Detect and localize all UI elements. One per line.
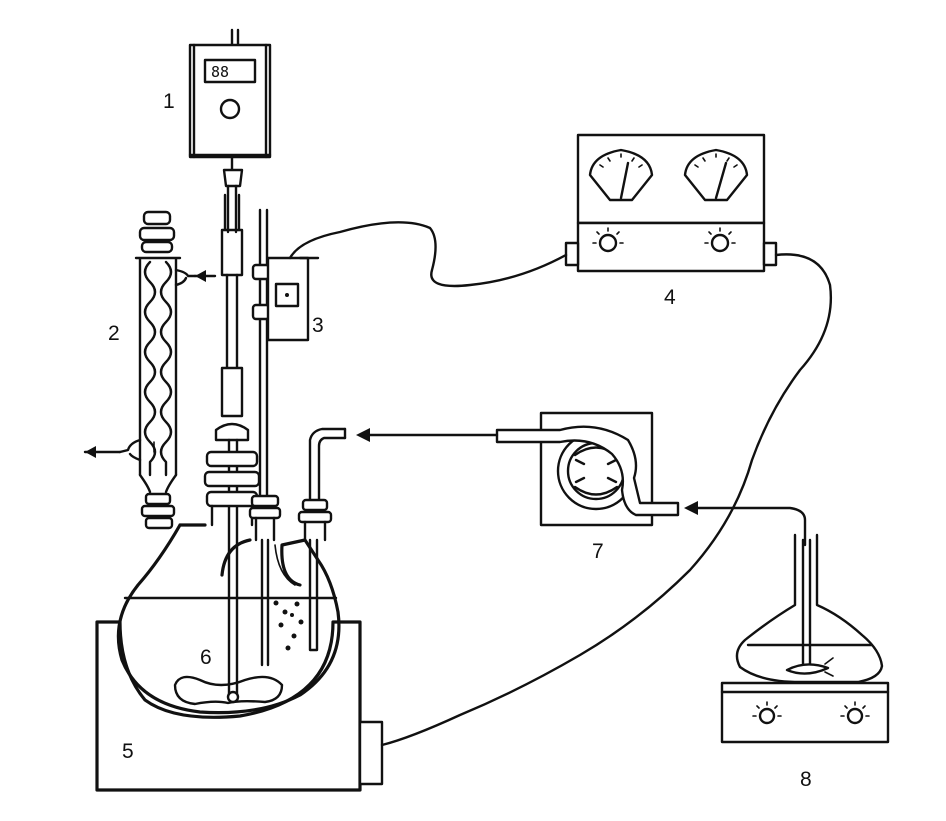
round-bottom-flask xyxy=(116,523,341,715)
feed-to-pump-arrow xyxy=(684,501,807,547)
magnetic-stirrer-flask xyxy=(720,533,890,744)
gas-bubbles xyxy=(273,600,304,651)
power-supply xyxy=(564,133,778,273)
condenser-outlet-arrow xyxy=(193,270,217,282)
meter-display: 88 xyxy=(211,63,229,81)
label-8: 8 xyxy=(800,768,812,791)
peristaltic-pump xyxy=(495,411,680,527)
label-1: 1 xyxy=(163,90,175,113)
digital-meter: 88 xyxy=(188,28,272,234)
reflux-condenser xyxy=(118,210,197,530)
pump-to-flask-arrow xyxy=(356,428,499,442)
cable-sensor-to-power xyxy=(288,221,568,288)
label-6: 6 xyxy=(200,646,212,669)
label-4: 4 xyxy=(664,286,676,309)
stirrer xyxy=(173,193,284,706)
gas-inlet-tube xyxy=(297,427,347,652)
condenser-drain-arrow xyxy=(83,446,122,458)
label-3: 3 xyxy=(312,314,324,337)
label-2: 2 xyxy=(108,322,120,345)
label-5: 5 xyxy=(122,740,134,763)
heating-bath xyxy=(95,620,384,792)
cable-power-to-bath xyxy=(380,253,832,747)
label-7: 7 xyxy=(592,540,604,563)
temperature-sensor xyxy=(248,208,320,667)
